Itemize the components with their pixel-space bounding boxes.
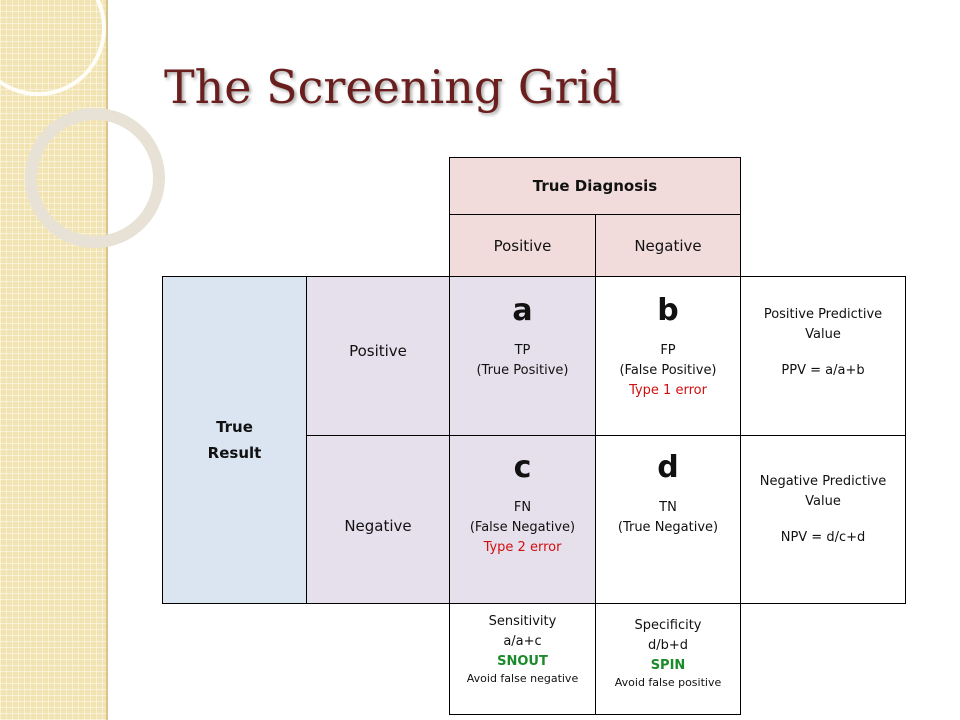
cell-b-desc: (False Positive) <box>619 363 717 378</box>
specificity-label: Specificity <box>634 618 702 633</box>
sensitivity-formula: a/a+c <box>503 634 542 649</box>
cell-a-desc: (True Positive) <box>476 363 569 378</box>
specificity-note: Avoid false positive <box>614 676 722 689</box>
col-header-negative: Negative <box>595 214 741 277</box>
cell-a-letter: a <box>512 293 533 328</box>
cell-d-abbr: TN <box>659 500 677 515</box>
cell-d-letter: d <box>657 450 679 485</box>
cell-b-false-positive: b FP (False Positive) Type 1 error <box>595 276 741 436</box>
specificity-cell: Specificity d/b+d SPIN Avoid false posit… <box>595 603 741 715</box>
true-result-header: True Result <box>162 276 307 604</box>
npv-label-line2: Value <box>805 494 841 509</box>
cell-c-abbr: FN <box>513 500 532 515</box>
cell-b-abbr: FP <box>660 343 676 358</box>
cell-b-error: Type 1 error <box>629 383 707 398</box>
ppv-formula: PPV = a/a+b <box>781 363 865 378</box>
npv-label-line1: Negative Predictive <box>759 474 887 489</box>
cell-c-letter: c <box>513 450 532 485</box>
sensitivity-label: Sensitivity <box>488 614 557 629</box>
cell-a-abbr: TP <box>514 343 531 358</box>
sensitivity-cell: Sensitivity a/a+c SNOUT Avoid false nega… <box>449 603 596 715</box>
slide-title: The Screening Grid <box>164 60 621 114</box>
cell-d-desc: (True Negative) <box>617 520 719 535</box>
cell-c-false-negative: c FN (False Negative) Type 2 error <box>449 435 596 604</box>
ppv-label-line2: Value <box>805 327 841 342</box>
specificity-mnemonic: SPIN <box>650 658 686 673</box>
cell-c-desc: (False Negative) <box>469 520 576 535</box>
col-header-positive: Positive <box>449 214 596 277</box>
true-result-label: True Result <box>207 418 262 462</box>
row-header-positive: Positive <box>306 276 450 436</box>
cell-d-true-negative: d TN (True Negative) <box>595 435 741 604</box>
specificity-formula: d/b+d <box>647 638 689 653</box>
decorative-rings <box>0 0 165 248</box>
cell-a-true-positive: a TP (True Positive) <box>449 276 596 436</box>
npv-formula: NPV = d/c+d <box>780 530 866 545</box>
cell-c-error: Type 2 error <box>483 540 562 555</box>
sensitivity-note: Avoid false negative <box>466 672 579 685</box>
cell-b-letter: b <box>657 293 679 328</box>
true-diagnosis-header: True Diagnosis <box>449 157 741 215</box>
npv-cell: Negative Predictive Value NPV = d/c+d <box>740 435 906 604</box>
ppv-label-line1: Positive Predictive <box>763 307 883 322</box>
ppv-cell: Positive Predictive Value PPV = a/a+b <box>740 276 906 436</box>
sensitivity-mnemonic: SNOUT <box>497 654 548 669</box>
row-header-negative: Negative <box>306 435 450 604</box>
